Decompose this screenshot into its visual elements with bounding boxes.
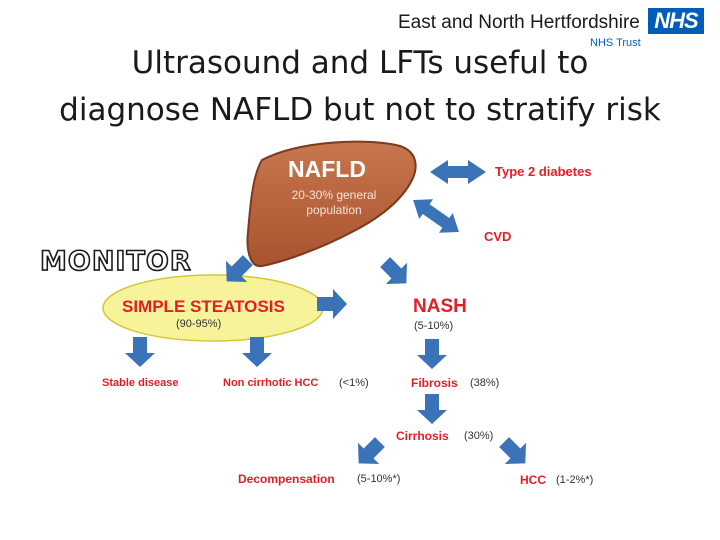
hcc-pct: (1-2%*) [556, 474, 594, 486]
nhs-logo: NHS [648, 8, 704, 34]
simple-steatosis-pct: (90-95%) [176, 318, 222, 330]
monitor-label: MONITOR [39, 245, 192, 278]
arrow-to-nash [380, 257, 408, 285]
nhs-trust-label: NHS Trust [590, 37, 641, 49]
slide-title-line2: diagnose NAFLD but not to stratify risk [59, 92, 661, 128]
arrow-to-fibrosis [417, 339, 447, 369]
cvd-label: CVD [484, 229, 512, 244]
nafld-sub2: population [306, 203, 362, 217]
arrow-to-non-cirrhotic-hcc [242, 337, 272, 367]
double-arrow-diabetes [430, 160, 486, 184]
slide-title-line1: Ultrasound and LFTs useful to [131, 45, 589, 81]
nafld-title: NAFLD [288, 156, 366, 182]
arrow-steatosis-to-nash [317, 289, 347, 319]
trust-name: East and North Hertfordshire [398, 12, 640, 33]
non-cirrhotic-hcc-pct: (<1%) [339, 377, 369, 389]
arrow-to-stable [125, 337, 155, 367]
liver-shape [246, 140, 417, 268]
decompensation-pct: (5-10%*) [357, 473, 401, 485]
double-arrow-cvd [413, 199, 459, 233]
decompensation-label: Decompensation [238, 472, 335, 486]
fibrosis-pct: (38%) [470, 377, 500, 389]
non-cirrhotic-hcc-label: Non cirrhotic HCC [223, 377, 319, 389]
arrow-to-hcc [499, 437, 527, 465]
nash-label: NASH [413, 296, 467, 317]
nafld-sub1: 20-30% general [291, 188, 377, 202]
simple-steatosis-label: SIMPLE STEATOSIS [122, 297, 285, 316]
stable-disease-label: Stable disease [102, 377, 179, 389]
type2-diabetes-label: Type 2 diabetes [495, 164, 592, 179]
cirrhosis-label: Cirrhosis [396, 429, 449, 443]
hcc-label: HCC [520, 473, 546, 487]
arrow-to-decompensation [357, 437, 385, 465]
arrow-to-cirrhosis [417, 394, 447, 424]
arrow-to-steatosis [225, 255, 253, 283]
fibrosis-label: Fibrosis [411, 376, 458, 390]
cirrhosis-pct: (30%) [464, 430, 494, 442]
nash-pct: (5-10%) [414, 320, 454, 332]
